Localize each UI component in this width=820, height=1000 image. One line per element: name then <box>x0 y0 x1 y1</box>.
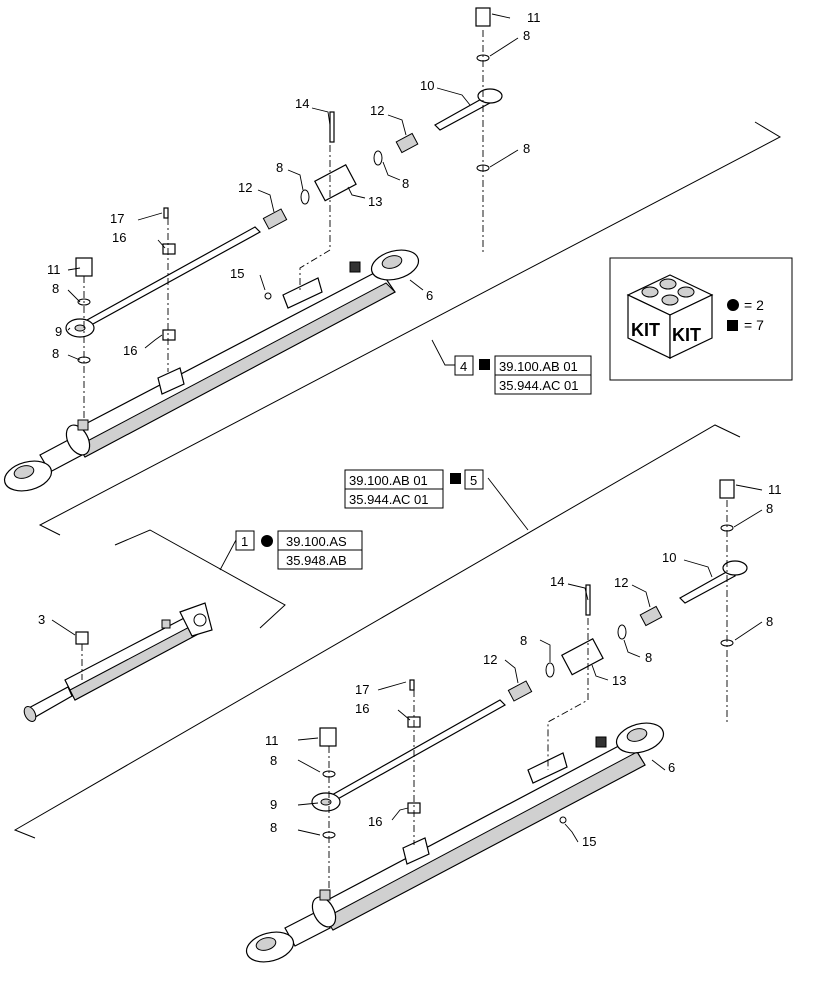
reference-middle: 39.100.AB 01 35.944.AC 01 5 <box>344 469 484 509</box>
callout-15: 15 <box>582 834 596 849</box>
callout-8: 8 <box>270 820 277 835</box>
callout-14: 14 <box>550 574 564 589</box>
callout-17: 17 <box>355 682 369 697</box>
callout-16: 16 <box>123 343 137 358</box>
callout-12: 12 <box>370 103 384 118</box>
callout-8: 8 <box>52 346 59 361</box>
legend-circle-icon <box>727 299 739 311</box>
callout-12: 12 <box>483 652 497 667</box>
bottom-cylinder-assembly <box>245 479 748 963</box>
callout-10: 10 <box>420 78 434 93</box>
callout-16: 16 <box>112 230 126 245</box>
reference-left: 1 39.100.AS 35.948.AB <box>235 530 363 570</box>
reference-top: 4 39.100.AB 01 35.944.AC 01 <box>454 355 592 395</box>
ref-left-2: 35.948.AB <box>286 553 347 568</box>
callout-10: 10 <box>662 550 676 565</box>
legend-square-icon <box>727 320 738 331</box>
callout-13: 13 <box>368 194 382 209</box>
callout-16: 16 <box>355 701 369 716</box>
legend-square-qty: = 7 <box>744 317 764 333</box>
callout-8: 8 <box>766 501 773 516</box>
ref-mid-2: 35.944.AC 01 <box>349 492 429 507</box>
callout-11: 11 <box>768 482 782 497</box>
callout-8: 8 <box>276 160 283 175</box>
callout-17: 17 <box>110 211 124 226</box>
ref-mid-1: 39.100.AB 01 <box>349 473 428 488</box>
callout-8: 8 <box>52 281 59 296</box>
ref-left-qty: 1 <box>241 534 248 549</box>
callout-6: 6 <box>426 288 433 303</box>
section-boundaries <box>13 121 782 839</box>
ref-top-2: 35.944.AC 01 <box>499 378 579 393</box>
small-cylinder <box>23 602 213 722</box>
leader-lines <box>51 13 763 843</box>
ref-top-1: 39.100.AB 01 <box>499 359 578 374</box>
callout-8: 8 <box>766 614 773 629</box>
callout-11: 11 <box>527 10 541 25</box>
callout-13: 13 <box>612 673 626 688</box>
callout-9: 9 <box>270 797 277 812</box>
callout-3: 3 <box>38 612 45 627</box>
callout-12: 12 <box>614 575 628 590</box>
callout-8: 8 <box>520 633 527 648</box>
callout-8: 8 <box>645 650 652 665</box>
callout-labels: 11 8 10 14 12 8 8 8 13 12 17 16 11 15 8 … <box>38 10 782 849</box>
ref-left-1: 39.100.AS <box>286 534 347 549</box>
callout-8: 8 <box>523 141 530 156</box>
top-cylinder-assembly <box>3 7 503 492</box>
kit-label-left: KIT <box>631 320 660 340</box>
ref-top-qty: 4 <box>460 359 467 374</box>
callout-16: 16 <box>368 814 382 829</box>
callout-11: 11 <box>47 262 61 277</box>
callout-8: 8 <box>402 176 409 191</box>
callout-12: 12 <box>238 180 252 195</box>
callout-9: 9 <box>55 324 62 339</box>
callout-8: 8 <box>270 753 277 768</box>
callout-14: 14 <box>295 96 309 111</box>
legend-circle-qty: = 2 <box>744 297 764 313</box>
kit-label-right: KIT <box>672 325 701 345</box>
ref-mid-qty: 5 <box>470 473 477 488</box>
callout-8: 8 <box>523 28 530 43</box>
callout-15: 15 <box>230 266 244 281</box>
callout-6: 6 <box>668 760 675 775</box>
callout-11: 11 <box>265 733 279 748</box>
kit-legend: KIT KIT = 2 = 7 <box>609 257 793 381</box>
